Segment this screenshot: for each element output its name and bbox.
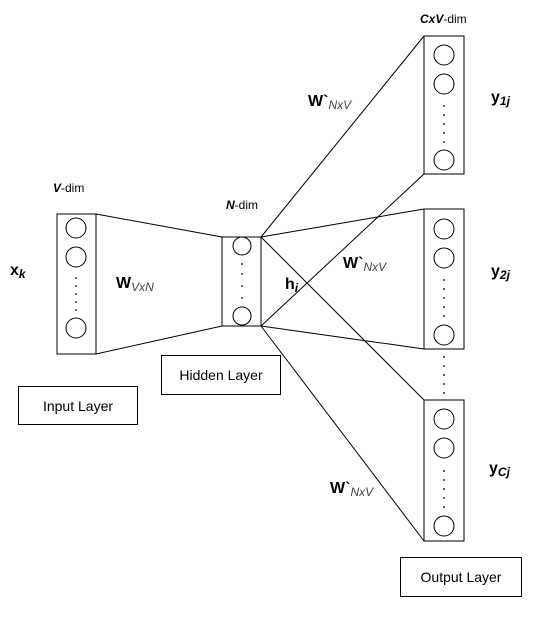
output-vector-c-sub: Cj [497,465,510,479]
output-weight-label-1: W`NxV [308,93,351,112]
connections [95,35,425,542]
output-node [433,149,455,171]
input-weight-base: W [116,275,132,292]
input-node [65,217,87,239]
hidden-outc-top-edge [260,236,425,401]
hidden-layer-block [221,236,262,327]
hidden-out2-bottom-edge [260,325,425,350]
output-vector-1-base: y [491,89,500,106]
input-layer-block [56,213,97,355]
hidden-out2-top-edge [260,208,425,238]
hidden-layer-caption-text: Hidden Layer [179,367,263,383]
output-block-2 [423,208,465,350]
output-node [433,515,455,537]
output-node [433,247,455,269]
v-dim-suffix: -dim [61,181,85,195]
output-node [433,408,455,430]
cxv-dim-label: CxV-dim [420,12,467,26]
hidden-vector-base: h [285,276,295,293]
output-weight-label-3: W`NxV [330,480,373,499]
output-weight-base: W` [330,480,351,497]
output-layer-caption-text: Output Layer [420,569,502,585]
output-block-1 [423,35,465,175]
input-hidden-bottom-edge [95,325,223,355]
output-weight-sub: NxV [363,260,387,274]
cxv-dim-var: CxV [420,12,444,26]
v-dim-label: V-dim [53,181,84,195]
hidden-layer-caption: Hidden Layer [161,355,281,395]
output-node [433,218,455,240]
output-weight-sub: NxV [350,485,374,499]
n-dim-var: N [226,198,235,212]
input-weight-sub: VxN [131,280,154,294]
input-hidden-top-edge [95,213,223,238]
output-vector-1-sub: 1j [499,94,510,108]
output-vector-2-label: y2j [491,263,510,282]
output-weight-sub: NxV [328,98,352,112]
output-vector-2-base: y [491,263,500,280]
cxv-dim-suffix: -dim [443,12,467,26]
input-vector-label: xk [10,262,26,281]
n-dim-label: N-dim [226,198,258,212]
hidden-vector-label: hi [285,276,298,295]
output-layer-caption: Output Layer [400,557,522,597]
input-weight-label: WVxN [116,275,154,294]
output-vector-c-base: y [489,460,498,477]
input-layer-caption-text: Input Layer [42,397,114,414]
input-vector-sub: k [18,267,26,281]
output-weight-base: W` [343,255,364,272]
input-vector-base: x [10,262,19,279]
input-node [65,317,87,339]
output-node [433,324,455,346]
output-weight-base: W` [308,93,329,110]
input-layer-caption: Input Layer [18,386,138,425]
output-node [433,44,455,66]
output-vector-c-label: yCj [489,460,510,479]
hidden-out1-top-edge [260,35,425,238]
output-node [433,73,455,95]
hidden-node [232,306,252,326]
output-block-c [423,399,465,542]
n-dim-suffix: -dim [234,198,259,212]
hidden-outc-bottom-edge [260,325,425,542]
output-vector-1-label: y1j [491,89,510,108]
hidden-out1-bottom-edge [260,173,425,327]
output-ellipsis [443,356,445,394]
output-weight-label-2: W`NxV [343,255,386,274]
output-node [433,437,455,459]
output-vector-2-sub: 2j [499,268,510,282]
hidden-node [232,236,252,256]
input-node [65,246,87,268]
v-dim-var: V [53,181,62,195]
hidden-vector-sub: i [294,281,299,295]
